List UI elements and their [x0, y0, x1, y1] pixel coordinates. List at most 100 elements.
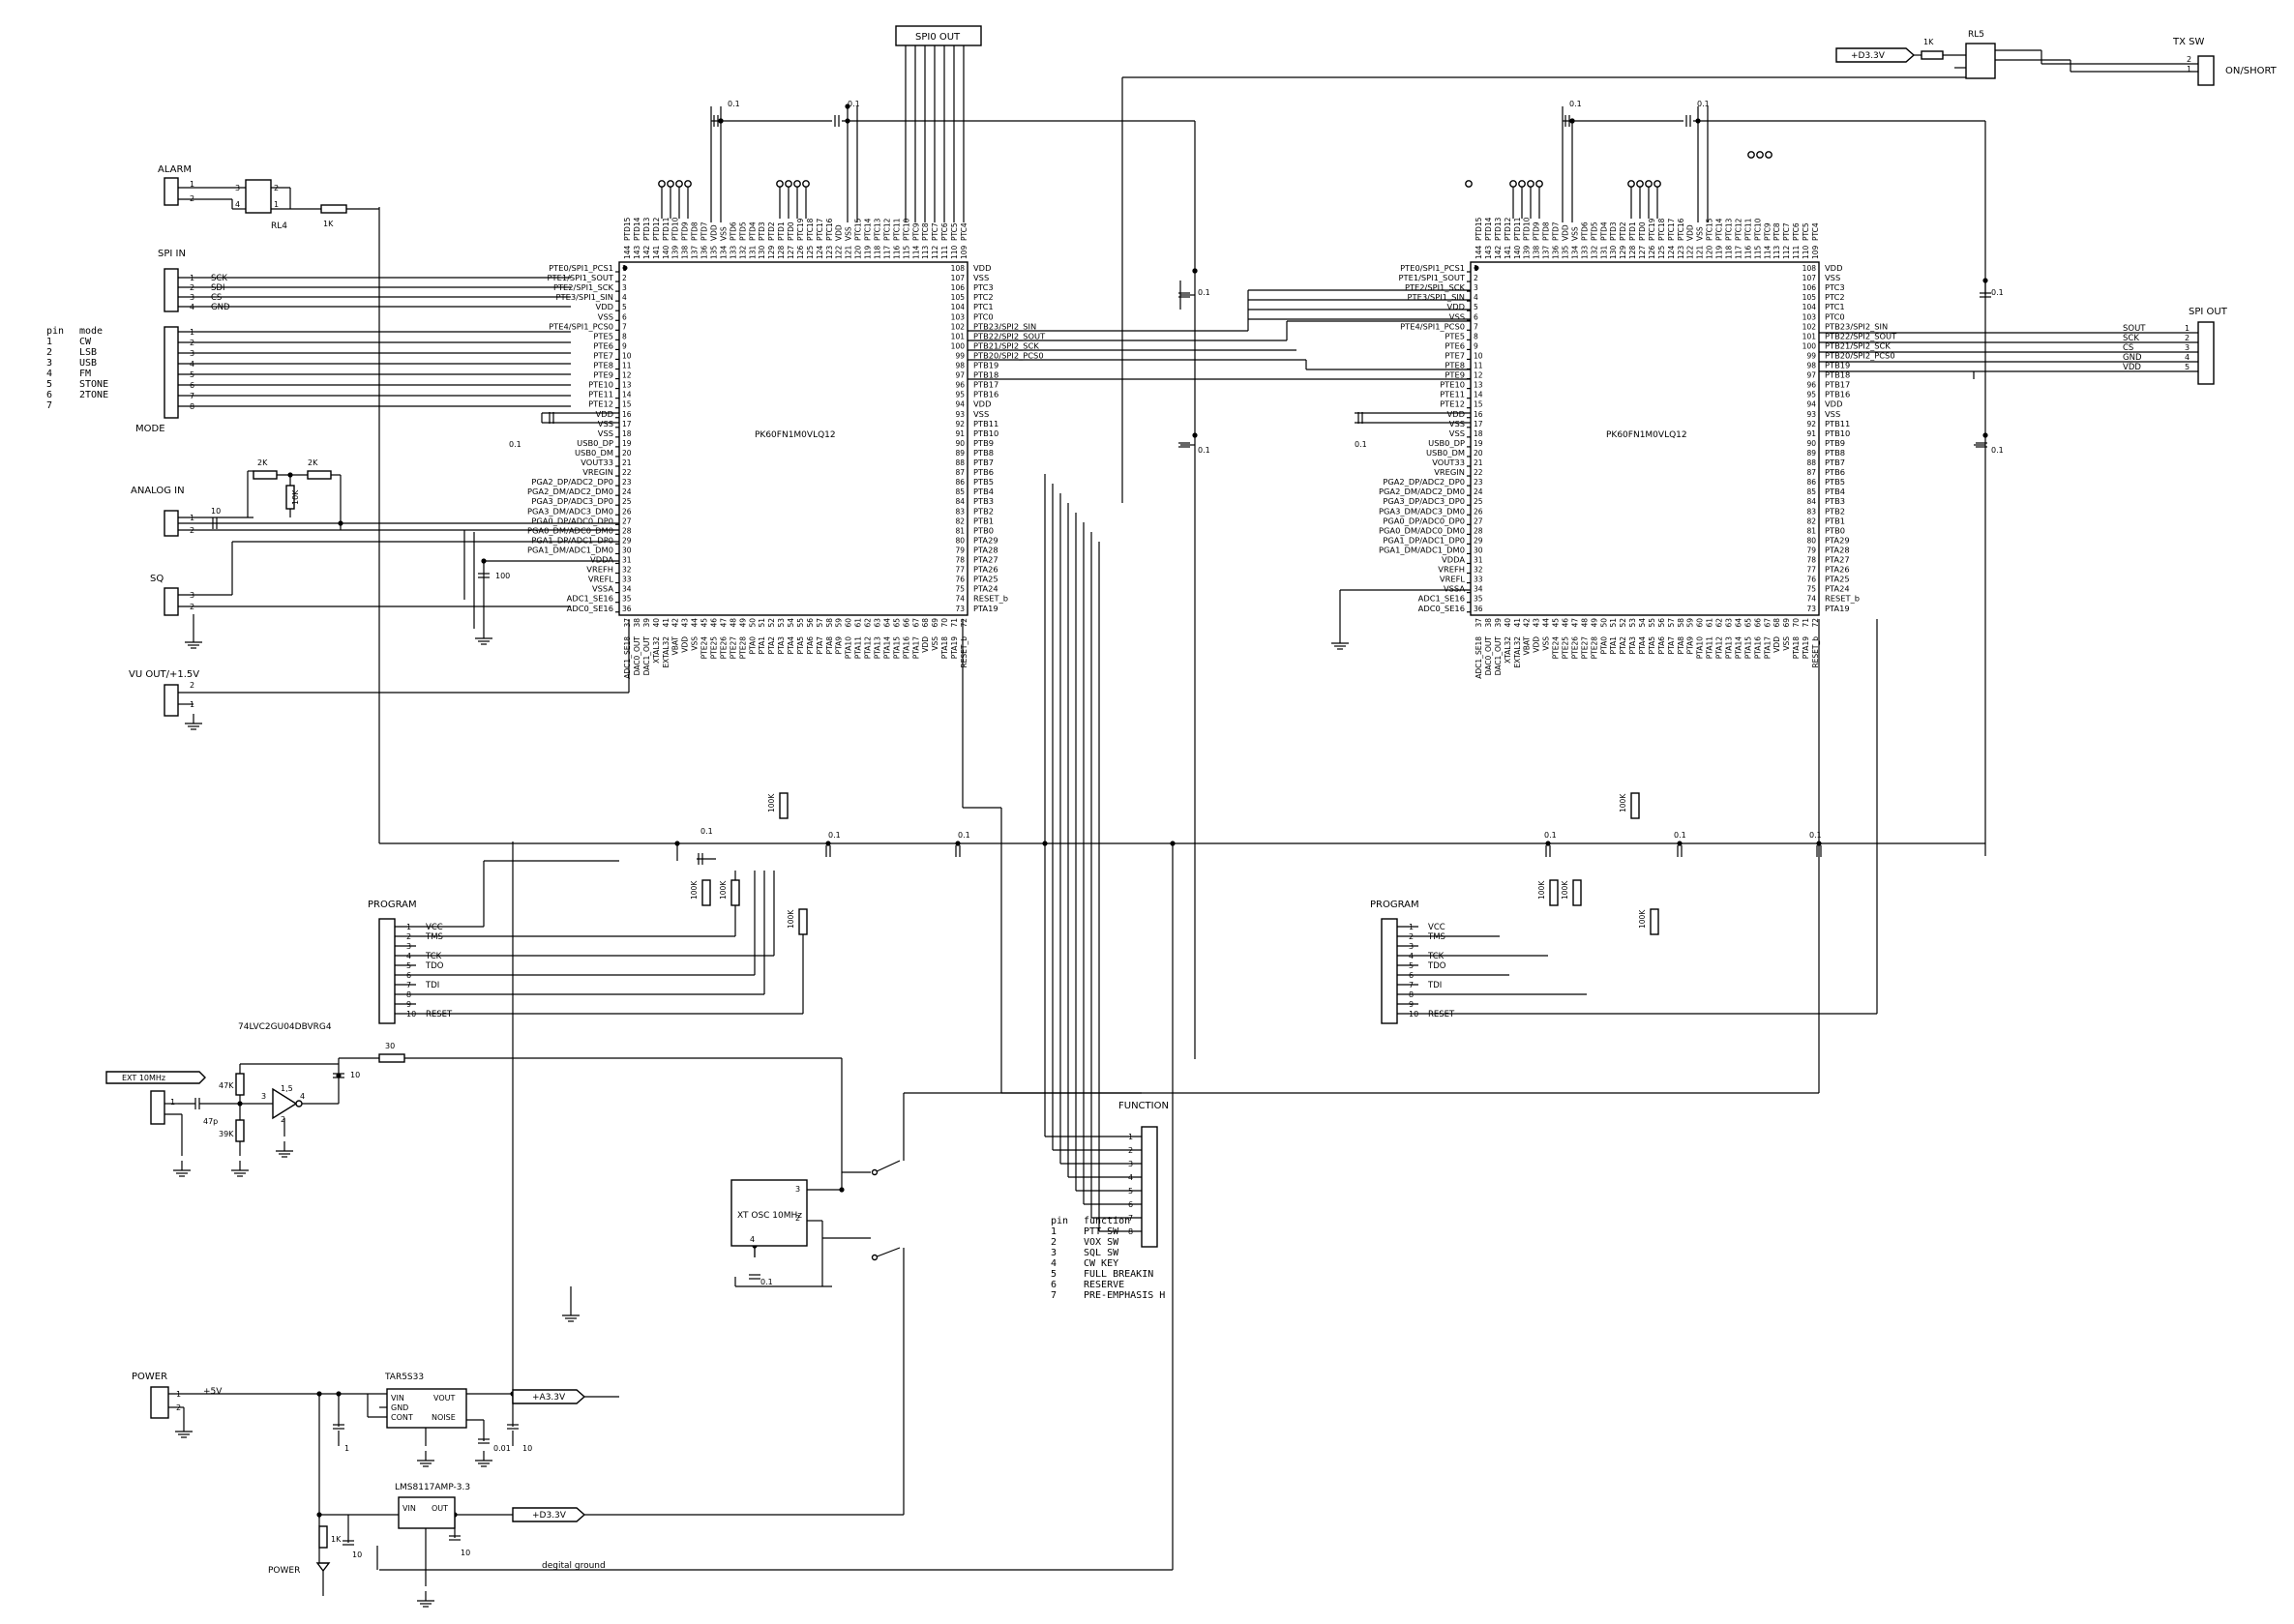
mcu-body: [1470, 261, 1820, 616]
pin-label: PTD7: [1552, 221, 1561, 241]
test-point: [1645, 180, 1653, 188]
pin-number: 39: [1494, 618, 1503, 628]
cap-label: 0.1: [1991, 446, 2004, 455]
pin-number: 15: [622, 400, 632, 409]
pin-label: PTD6: [729, 221, 737, 241]
pin-label: VDD: [921, 636, 930, 653]
pin-label: PTE26: [1570, 636, 1579, 660]
table-cell: RESERVE: [1084, 1280, 1124, 1290]
pin-number: 105: [1802, 293, 1817, 302]
analog-in-connector: ANALOG IN 2K 2K 10K 10: [131, 458, 332, 537]
pin-number: 11: [1474, 362, 1483, 370]
svg-text:4: 4: [300, 1092, 305, 1101]
pin-number: 81: [1806, 526, 1816, 535]
table-cell: LSB: [79, 347, 97, 358]
table-header: function: [1084, 1216, 1130, 1226]
power-header: [150, 1386, 169, 1419]
pin-number: 11: [622, 362, 632, 370]
pin-label: PTA19: [1825, 604, 1850, 613]
table-header: pin: [1051, 1216, 1068, 1226]
pin-label: PTB21/SPI2_SCK: [973, 340, 1039, 350]
pin-label: PTE28: [738, 636, 747, 660]
svg-text:0.1: 0.1: [760, 1278, 773, 1286]
pin-number: 26: [622, 507, 632, 516]
pin-number: 95: [955, 391, 965, 399]
pin-number: 143: [1484, 245, 1493, 259]
pin-label: DAC1_OUT: [1494, 636, 1503, 676]
pin-number: 115: [902, 245, 910, 259]
wire: [874, 1160, 901, 1173]
table-cell: PRE-EMPHASIS H: [1084, 1290, 1165, 1301]
pin-number: 2: [1128, 1146, 1133, 1155]
cap-label: 0.1: [728, 100, 740, 108]
pin-label: VSS: [1542, 636, 1551, 651]
pin-label: PTD11: [1513, 217, 1522, 241]
table-cell: 7: [46, 400, 52, 411]
pin-label: PTE24: [700, 636, 709, 660]
pin-label: PTA27: [973, 555, 998, 565]
pin-label: PTC2: [973, 292, 994, 302]
pin-label: PTE6: [1445, 340, 1465, 350]
pin-number: 6: [406, 971, 411, 980]
pin-label: PTE2/SPI1_SCK: [1405, 282, 1466, 292]
xtal-oscillator: XT OSC 10MHz 3 2 4 0.1: [730, 1179, 808, 1286]
pin-label: PTB4: [1825, 487, 1845, 496]
pin-number: 1: [1474, 264, 1478, 273]
junction-dot: [1695, 118, 1701, 124]
pin-number: 1: [1409, 923, 1414, 931]
svg-text:100K: 100K: [1537, 880, 1546, 900]
pin-number: 139: [671, 245, 680, 259]
pin-label: PTC8: [1773, 222, 1781, 241]
junction-dot: [845, 118, 850, 124]
pin-number: 3: [406, 942, 411, 951]
pin-number: 114: [911, 245, 920, 259]
pin-number: 1: [190, 514, 194, 522]
spi-in-label: SPI IN: [158, 249, 186, 259]
resistor-2k-b: [307, 470, 332, 480]
capacitor: [1685, 115, 1691, 127]
ground-icon: [276, 1141, 293, 1158]
pin-label: PTB6: [1825, 467, 1845, 477]
pin-label: VSSA: [592, 584, 613, 594]
pin-number: 47: [1570, 618, 1579, 628]
svg-text:SQ: SQ: [150, 574, 164, 584]
pin-number: 7: [1474, 322, 1478, 331]
svg-text:0.1: 0.1: [1674, 831, 1686, 840]
svg-text:47K: 47K: [219, 1081, 234, 1090]
regulator-tar5s33: [386, 1388, 467, 1429]
resistor-100k: [1549, 879, 1559, 906]
pin-label: VREFL: [588, 575, 613, 584]
pin-number: 25: [622, 497, 632, 506]
table-cell: 2TONE: [79, 390, 108, 400]
pin-number: 99: [955, 351, 965, 360]
pin-label: PTB2: [973, 506, 994, 516]
pin-number: 3: [190, 349, 194, 358]
pin-label: PTA6: [806, 636, 815, 655]
pin-label: PTD1: [777, 221, 786, 241]
pin-number: 1: [176, 1390, 181, 1399]
pin-label: PTE0/SPI1_PCS1: [549, 263, 613, 273]
pin-number: 69: [1782, 618, 1791, 628]
table-cell: 1: [46, 337, 52, 347]
pin-label: ADC1_SE18: [623, 636, 632, 679]
pin-label: VDD: [1825, 399, 1842, 409]
pin-label: PTA13: [1725, 636, 1734, 659]
pin-label: PTE28: [1590, 636, 1598, 660]
svg-text:2K: 2K: [308, 458, 318, 467]
spi-in-pin-label: CS: [211, 293, 222, 303]
pin-number: 73: [1806, 605, 1816, 613]
pin-number: 54: [1638, 618, 1647, 628]
pin-label: PTC1: [1825, 302, 1845, 311]
pin-number: 46: [1561, 618, 1569, 628]
pin-label: VDD: [1561, 224, 1569, 241]
pin-number: 67: [1763, 618, 1772, 628]
svg-text:2: 2: [281, 1115, 285, 1124]
pin-number: 3: [622, 283, 627, 292]
resistor-2k-a: [253, 470, 278, 480]
pin-number: 107: [951, 274, 966, 282]
resistor-10k: [285, 485, 295, 510]
pin-number: 10: [622, 351, 632, 360]
pin-label: PTA16: [1753, 636, 1762, 659]
